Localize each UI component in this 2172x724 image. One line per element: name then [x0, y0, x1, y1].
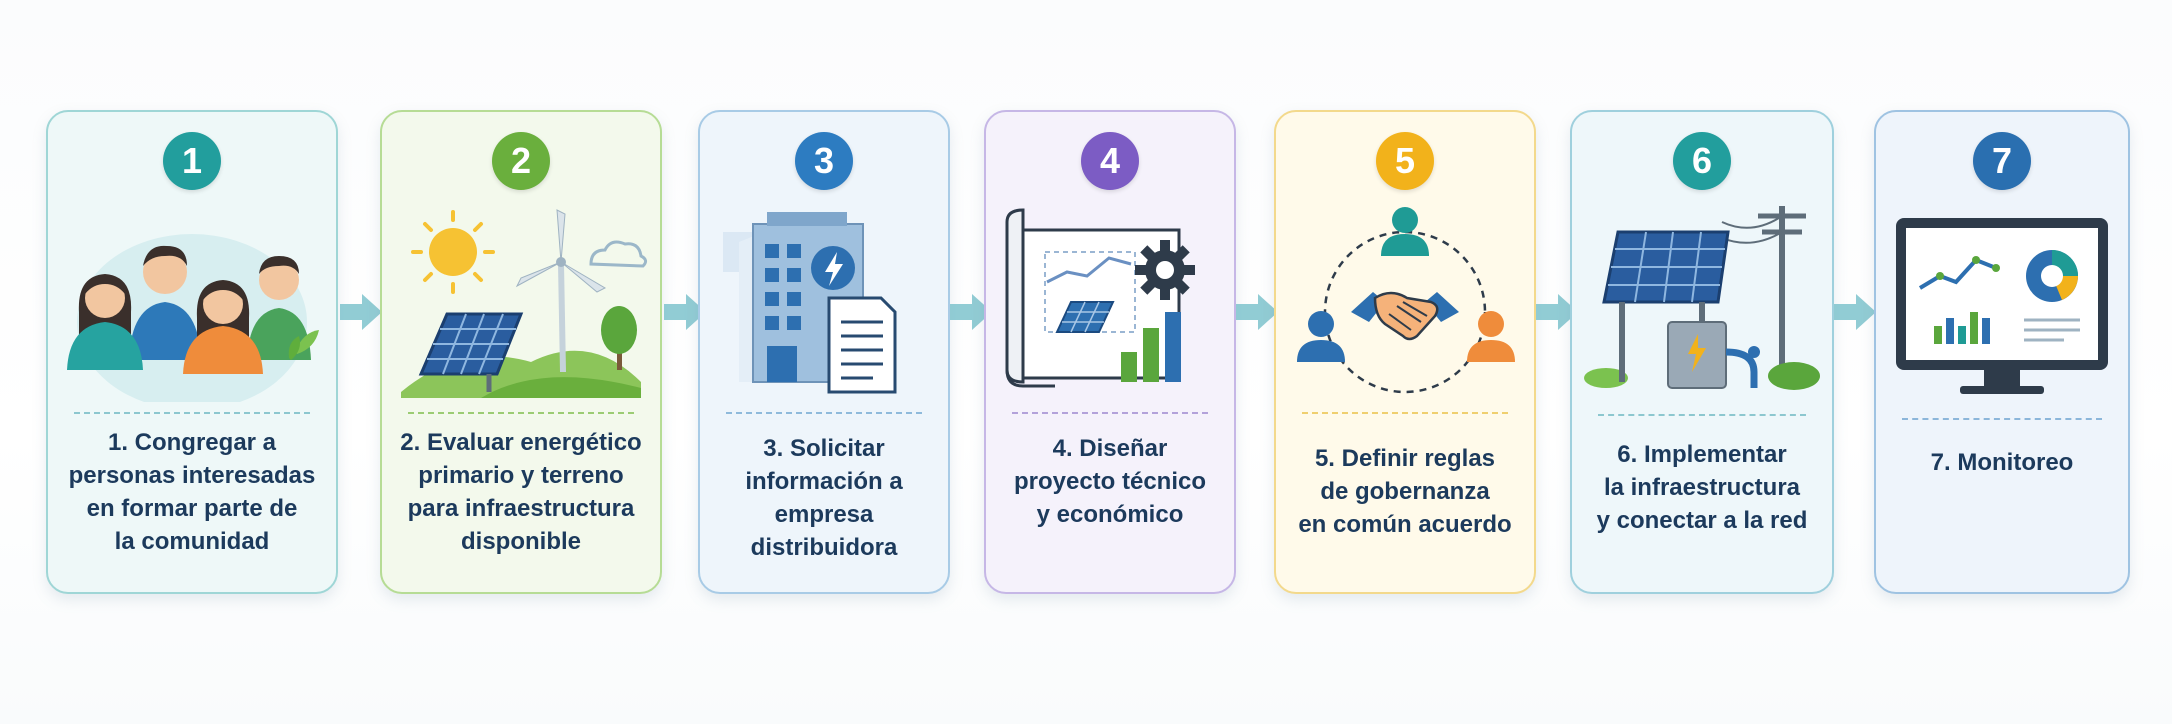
monitor-dashboard-icon	[1876, 202, 2128, 402]
step-label: 2. Evaluar energético primario y terreno…	[400, 429, 642, 555]
step-label: 3. Solicitar información a empresa distr…	[745, 435, 903, 561]
step-card-1: 1	[46, 110, 338, 594]
flow-arrow	[1830, 290, 1880, 334]
step-card-3: 3 3. S	[698, 110, 950, 594]
utility-building-document-icon	[700, 202, 948, 402]
step-label: 6. Implementar la infraestructura y cone…	[1596, 441, 1808, 534]
step-number-badge: 5	[1376, 132, 1434, 190]
step-divider	[74, 412, 310, 414]
solar-grid-connection-icon	[1572, 202, 1832, 402]
step-divider	[408, 412, 634, 414]
flow-arrow	[660, 290, 710, 334]
step-label: 4. Diseñar proyecto técnico y económico	[1013, 435, 1207, 528]
step-card-7: 7	[1874, 110, 2130, 594]
step-divider	[1012, 412, 1208, 414]
step-number-badge: 3	[795, 132, 853, 190]
step-divider	[726, 412, 922, 414]
step-label: 1. Congregar a personas interesadas en f…	[68, 429, 316, 555]
step-label: 7. Monitoreo	[1930, 449, 2074, 476]
handshake-governance-icon	[1276, 202, 1534, 402]
step-number-badge: 1	[163, 132, 221, 190]
flow-arrow	[1232, 290, 1282, 334]
community-people-icon	[48, 202, 336, 402]
step-card-5: 5 5. Definir reglas de gobernanz	[1274, 110, 1536, 594]
step-number-badge: 4	[1081, 132, 1139, 190]
step-number-badge: 2	[492, 132, 550, 190]
solar-wind-landscape-icon	[382, 202, 660, 402]
step-divider	[1902, 418, 2102, 420]
flow-arrow	[1532, 290, 1582, 334]
flow-arrow	[336, 290, 386, 334]
step-number-badge: 7	[1973, 132, 2031, 190]
step-label: 5. Definir reglas de gobernanza en común…	[1298, 445, 1512, 538]
step-number-badge: 6	[1673, 132, 1731, 190]
step-card-6: 6	[1570, 110, 1834, 594]
step-divider	[1302, 412, 1508, 414]
step-divider	[1598, 414, 1806, 416]
step-card-2: 2	[380, 110, 662, 594]
blueprint-gear-chart-icon	[986, 202, 1234, 402]
step-card-4: 4	[984, 110, 1236, 594]
flow-arrow	[946, 290, 996, 334]
